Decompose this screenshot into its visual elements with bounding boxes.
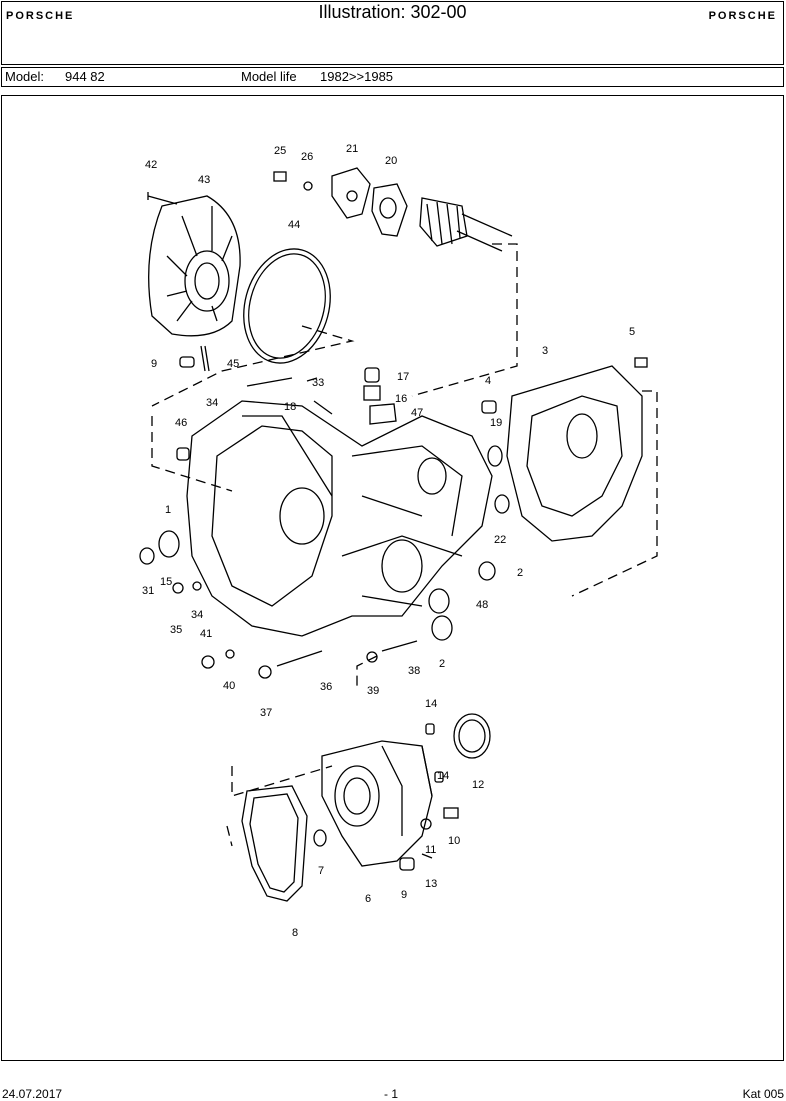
svg-text:19: 19 xyxy=(490,417,502,429)
svg-text:11: 11 xyxy=(425,844,436,856)
svg-text:14: 14 xyxy=(425,698,437,710)
svg-text:8: 8 xyxy=(292,927,298,939)
svg-text:14: 14 xyxy=(437,770,449,782)
svg-text:2: 2 xyxy=(439,658,445,670)
svg-text:34: 34 xyxy=(191,609,203,621)
footer-catalog: Kat 005 xyxy=(742,1087,784,1101)
model-life-label: Model life xyxy=(241,69,297,84)
svg-text:47: 47 xyxy=(411,407,423,419)
svg-text:12: 12 xyxy=(472,779,484,791)
svg-text:2: 2 xyxy=(517,567,523,579)
svg-text:41: 41 xyxy=(200,628,212,640)
footer-date: 24.07.2017 xyxy=(2,1087,63,1101)
svg-text:25: 25 xyxy=(274,145,286,157)
footer-page: - 1 xyxy=(384,1087,399,1101)
svg-text:3: 3 xyxy=(542,345,548,357)
porsche-logo-right: PORSCHE xyxy=(708,10,777,22)
svg-text:16: 16 xyxy=(395,393,407,405)
model-bar: Model: 944 82 Model life 1982>>1985 xyxy=(1,67,784,87)
model-label: Model: xyxy=(5,69,45,84)
header-box: PORSCHE Illustration: 302-00 PORSCHE xyxy=(1,1,784,65)
svg-text:33: 33 xyxy=(312,377,324,389)
svg-text:36: 36 xyxy=(320,681,332,693)
svg-text:43: 43 xyxy=(198,174,210,186)
svg-text:10: 10 xyxy=(448,835,460,847)
svg-text:38: 38 xyxy=(408,665,420,677)
svg-text:13: 13 xyxy=(425,878,437,890)
svg-text:26: 26 xyxy=(301,151,313,163)
model-value: 944 82 xyxy=(65,69,105,84)
svg-text:17: 17 xyxy=(397,371,409,383)
porsche-logo-left: PORSCHE xyxy=(6,10,75,22)
page-title: Illustration: 302-00 xyxy=(318,2,467,22)
svg-text:21: 21 xyxy=(346,143,358,155)
svg-text:39: 39 xyxy=(367,685,379,697)
svg-text:15: 15 xyxy=(160,576,172,588)
svg-text:34: 34 xyxy=(206,397,218,409)
svg-text:42: 42 xyxy=(145,159,157,171)
svg-text:48: 48 xyxy=(476,599,488,611)
svg-text:18: 18 xyxy=(284,401,296,413)
svg-text:40: 40 xyxy=(223,680,235,692)
svg-text:20: 20 xyxy=(385,155,397,167)
svg-text:37: 37 xyxy=(260,707,272,719)
svg-text:44: 44 xyxy=(288,219,300,231)
model-life-value: 1982>>1985 xyxy=(320,69,394,84)
svg-text:31: 31 xyxy=(142,585,154,597)
svg-text:22: 22 xyxy=(494,534,506,546)
svg-text:5: 5 xyxy=(629,326,635,338)
svg-text:35: 35 xyxy=(170,624,182,636)
svg-text:7: 7 xyxy=(318,865,324,877)
svg-text:6: 6 xyxy=(365,893,371,905)
svg-text:9: 9 xyxy=(151,358,157,370)
svg-text:1: 1 xyxy=(165,504,171,516)
svg-text:45: 45 xyxy=(227,358,239,370)
svg-text:46: 46 xyxy=(175,417,187,429)
svg-text:4: 4 xyxy=(485,375,491,387)
svg-text:9: 9 xyxy=(401,889,407,901)
